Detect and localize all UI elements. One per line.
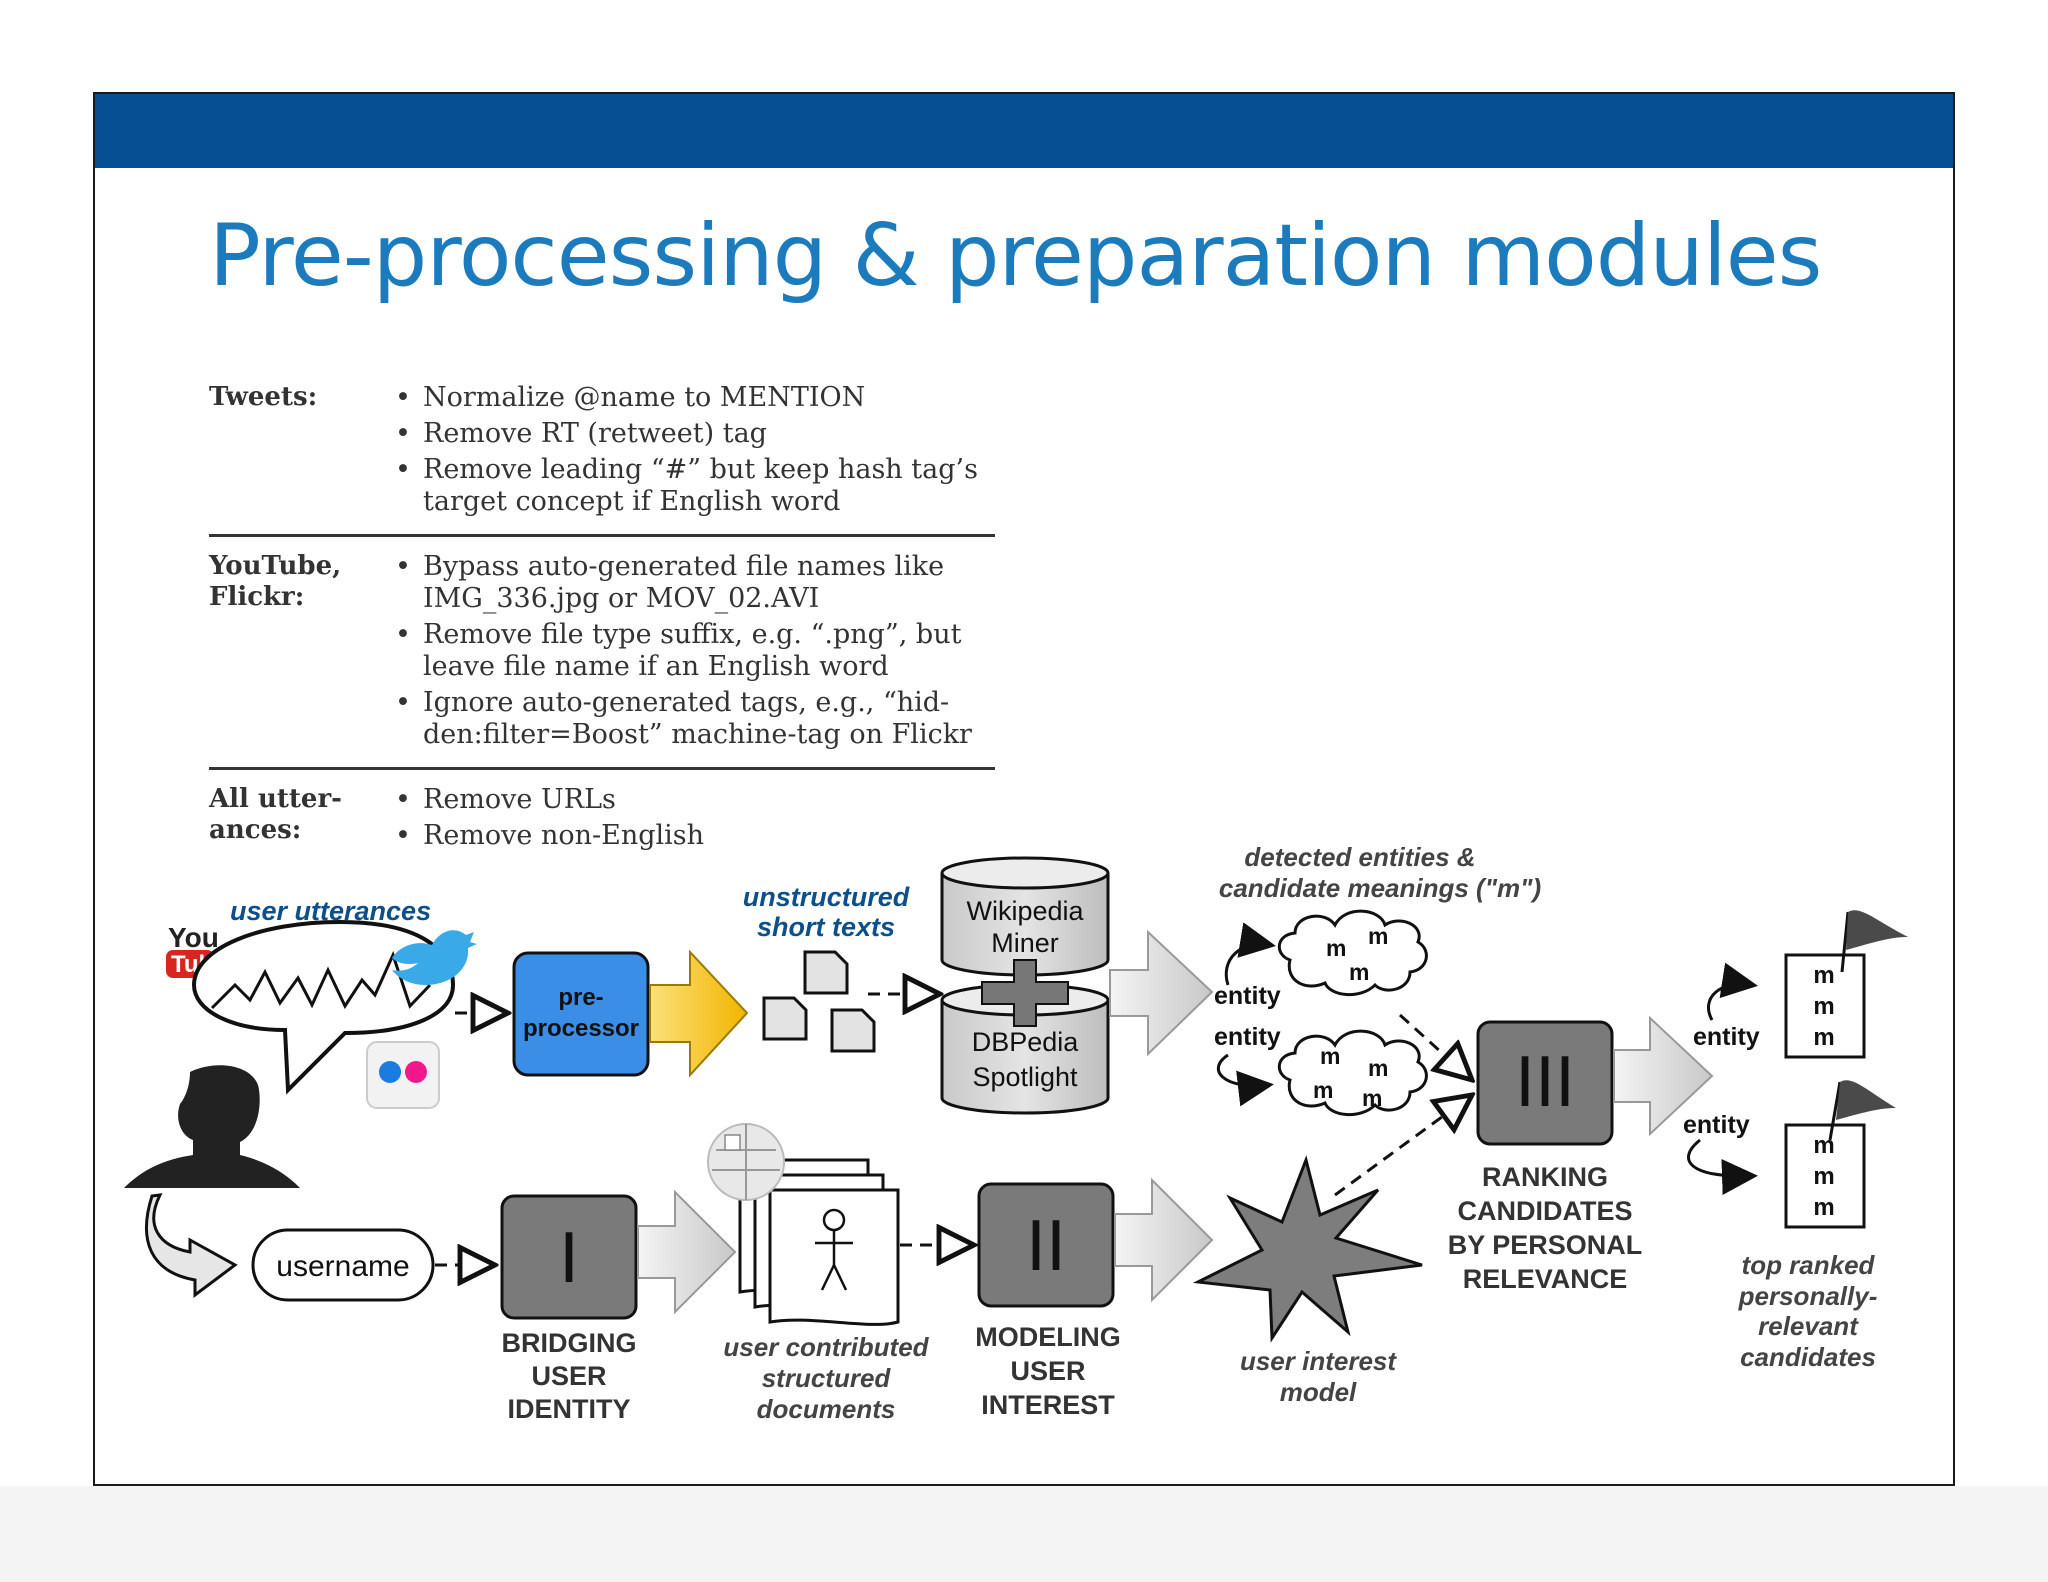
rule-category: Tweets: [209, 382, 318, 412]
rule-list: Normalize @name to MENTION Remove RT (re… [393, 382, 1009, 522]
rule-item: Ignore auto-generated tags, e.g., “hid-d… [393, 687, 1009, 751]
rule-row-youtube-flickr: YouTube, Flickr: Bypass auto-generated f… [209, 551, 1009, 755]
rule-item: Remove file type suffix, e.g. “.png”, bu… [393, 619, 1009, 683]
rule-row-all-utterances: All utter-ances: Remove URLs Remove non-… [209, 784, 1009, 856]
rule-list: Bypass auto-generated file names like IM… [393, 551, 1009, 755]
rule-item: Remove non-English [393, 820, 1009, 852]
rule-divider [209, 767, 995, 770]
rule-category: YouTube, Flickr: [209, 551, 342, 612]
slide-header-bar [95, 94, 1953, 168]
rule-row-tweets: Tweets: Normalize @name to MENTION Remov… [209, 382, 1009, 522]
rule-item: Bypass auto-generated file names like IM… [393, 551, 1009, 615]
rule-item: Remove URLs [393, 784, 1009, 816]
rule-item: Remove RT (retweet) tag [393, 418, 1009, 450]
preprocessing-rules-table: Tweets: Normalize @name to MENTION Remov… [209, 382, 1009, 856]
rule-item: Remove leading “#” but keep hash tag’s t… [393, 454, 1009, 518]
page-bottom-strip [0, 1486, 2048, 1582]
slide-title: Pre-processing & preparation modules [209, 206, 1822, 306]
slide: Pre-processing & preparation modules Twe… [93, 92, 1955, 1486]
rule-divider [209, 534, 995, 537]
rule-item: Normalize @name to MENTION [393, 382, 1009, 414]
rule-list: Remove URLs Remove non-English [393, 784, 1009, 856]
rule-category: All utter-ances: [209, 784, 342, 845]
